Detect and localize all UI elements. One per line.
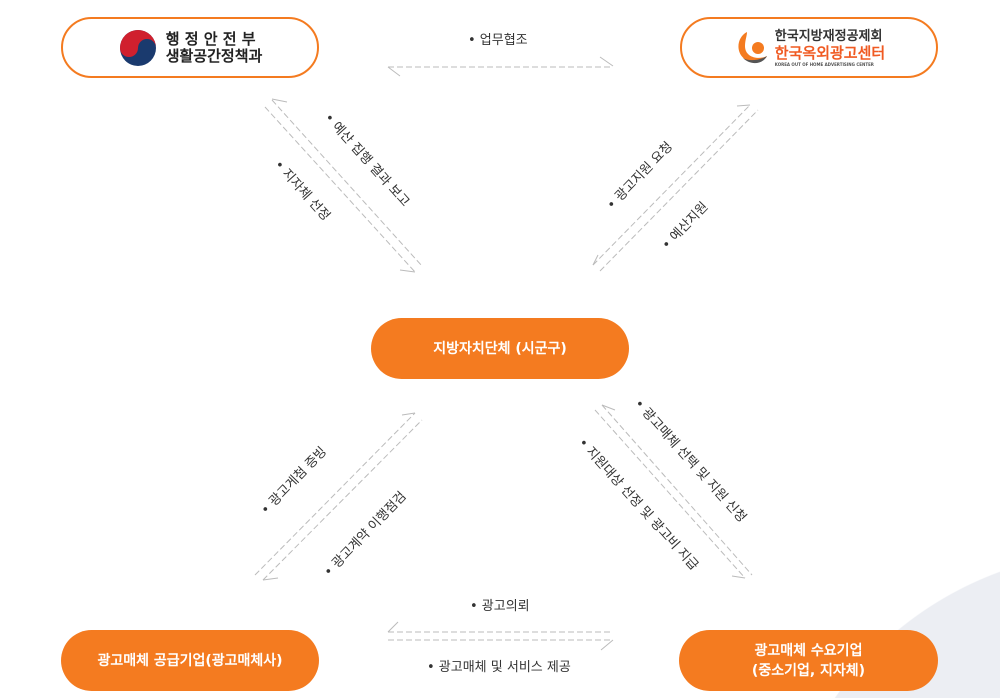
media-demand-label: 광고매체 수요기업: [754, 642, 863, 659]
arrowhead: [262, 412, 416, 581]
node-local-government: 지방자치단체 (시군구): [371, 318, 629, 379]
arrowhead: [387, 621, 614, 651]
flow-label-cooperation: • 업무협조: [468, 33, 528, 48]
node-media-supplier: 광고매체 공급기업(광고매체사): [61, 630, 319, 691]
ministry-division: 생활공간정책과: [165, 46, 263, 65]
arrow-top-right: [592, 104, 759, 272]
taegeuk-logo-icon: [119, 29, 156, 66]
arrow-bottom-right: [594, 404, 753, 579]
kofc-org-name: 한국지방재정공제회: [774, 28, 883, 44]
media-demand-sublabel: (중소기업, 지자체): [751, 662, 866, 679]
arrowhead: [601, 404, 746, 579]
arrowhead: [592, 104, 751, 266]
flow-label-ad-request: • 광고의뢰: [470, 599, 530, 614]
arrow-bottom-left: [254, 412, 423, 581]
node-ministry-of-interior: 행 정 안 전 부 생활공간정책과: [61, 17, 319, 78]
arrow-top-left: [264, 99, 423, 273]
kofc-logo-icon: [738, 31, 767, 63]
node-media-demand: 광고매체 수요기업 (중소기업, 지자체): [679, 630, 938, 691]
node-korea-ooh-center: 한국지방재정공제회 한국옥외광고센터 KOREA OUT OF HOME ADV…: [680, 17, 938, 78]
arrow-bottom: [388, 631, 613, 641]
kofc-center-name: 한국옥외광고센터: [774, 43, 886, 62]
flow-label-service-provision: • 광고매체 및 서비스 제공: [427, 660, 571, 675]
media-supplier-label: 광고매체 공급기업(광고매체사): [97, 652, 283, 669]
ministry-name: 행 정 안 전 부: [165, 29, 256, 48]
arrowhead: [271, 98, 416, 273]
arrowhead: [387, 56, 614, 77]
local-government-label: 지방자치단체 (시군구): [433, 340, 567, 357]
kofc-english-name: KOREA OUT OF HOME ADVERTISING CENTER: [774, 61, 874, 67]
